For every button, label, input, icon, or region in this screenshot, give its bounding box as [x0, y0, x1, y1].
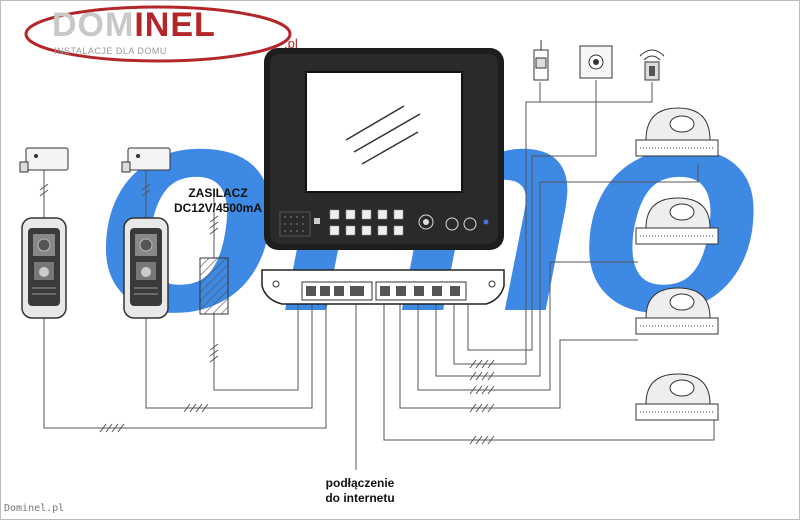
monitor [264, 48, 504, 250]
dome-camera-2 [635, 197, 719, 245]
dominel-logo: DOMINEL .pl INSTALACJE DLA DOMU [18, 2, 318, 64]
dome-camera-4 [635, 373, 719, 421]
logo-tagline: INSTALACJE DLA DOMU [54, 46, 167, 56]
motion-sensor [639, 49, 665, 81]
power-supply-label: ZASILACZ DC12V/4500mA [173, 186, 263, 215]
wires [43, 80, 715, 470]
footer-watermark: Dominel.pl [4, 503, 65, 514]
logo-swoosh [24, 5, 292, 63]
wire-break-marks [39, 183, 495, 445]
logo-name: DOMINEL [52, 6, 216, 44]
dome-camera-3 [635, 287, 719, 335]
door-station-2 [123, 217, 169, 319]
logo-tld: .pl [284, 36, 298, 51]
electric-lock-1 [19, 147, 69, 173]
dome-camera-1 [635, 107, 719, 157]
smoke-detector [579, 45, 613, 79]
electric-lock-2 [121, 147, 171, 173]
internet-connection-label: podłączenie do internetu [325, 476, 395, 505]
door-station-1 [21, 217, 67, 319]
door-sensor [533, 40, 549, 81]
monitor-connector-panel [261, 269, 505, 305]
power-supply [199, 257, 229, 315]
